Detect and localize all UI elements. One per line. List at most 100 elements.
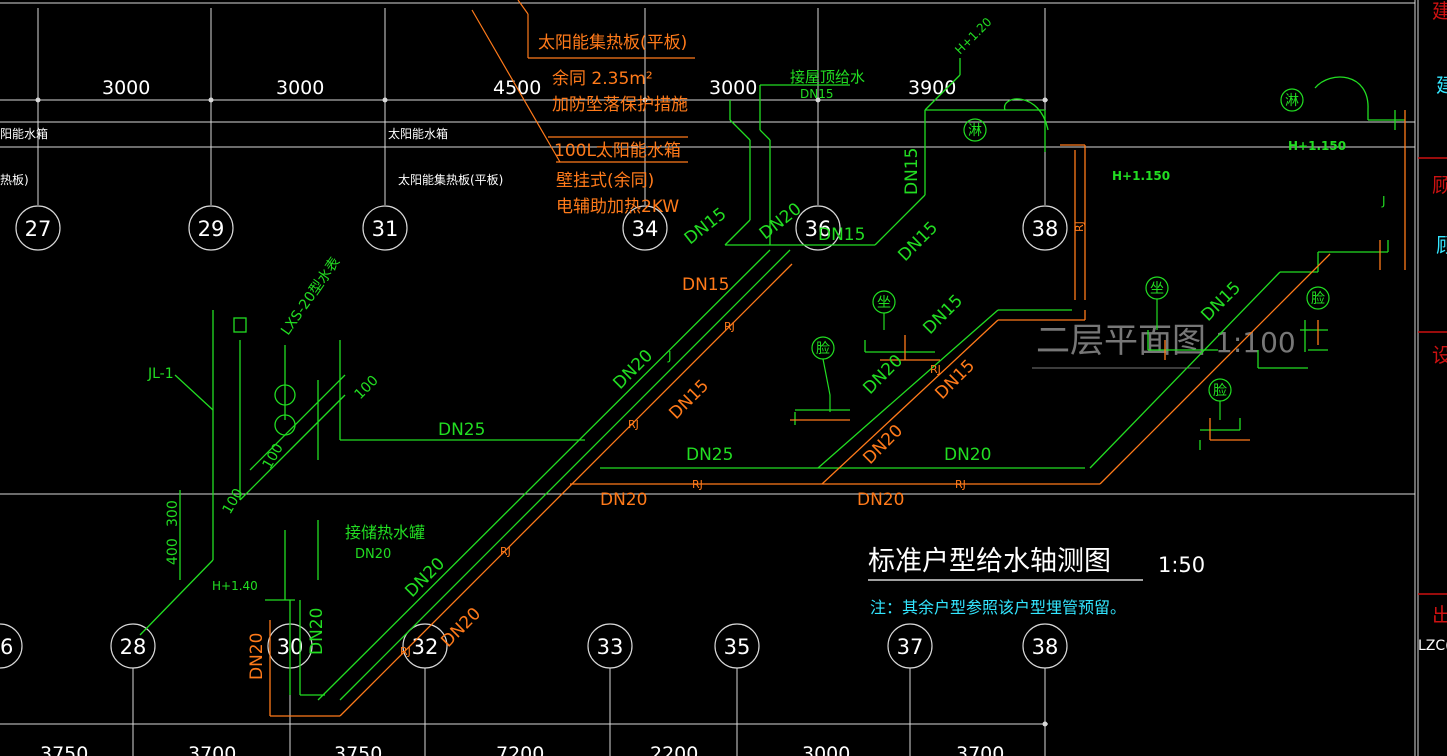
top-dimension-texts: 3000 3000 4500 3000 3900	[102, 77, 956, 99]
solar-line1: 太阳能集热板(平板)	[538, 33, 687, 53]
frame-label-5: 设	[1432, 343, 1447, 367]
label-j1: J	[667, 349, 672, 363]
frame-label-1: 建	[1432, 0, 1447, 23]
label-h1150-b: H+1.150	[1288, 139, 1346, 153]
label-rj1: RJ	[724, 320, 735, 333]
fixture-symbols	[811, 88, 1330, 420]
axis-bubble-38[interactable]	[1022, 205, 1068, 251]
label-connect-roof: 接屋顶给水	[790, 68, 865, 86]
label-dn15-b: DN15	[818, 225, 865, 245]
axis-bubble-28[interactable]	[110, 623, 156, 669]
shower-symbol-1[interactable]	[963, 118, 987, 142]
frame-label-6: 出	[1432, 603, 1447, 627]
drawing-note: 注：其余户型参照该户型埋管预留。	[870, 598, 1126, 617]
axis-label-33: 33	[597, 635, 624, 659]
main-diagonal-hot	[339, 263, 793, 717]
label-dn20-vert: DN20	[307, 608, 327, 655]
dim-3000-c: 3000	[709, 77, 757, 99]
dim-bottom-2: 3700	[188, 743, 236, 756]
frame-label-2: 建	[1436, 73, 1447, 97]
dim-bottom-1: 3750	[40, 743, 88, 756]
cold-water-pipes	[139, 58, 1405, 701]
solar-line3: 加防坠落保护措施	[552, 95, 688, 115]
basin-label-3: 脸	[1213, 383, 1227, 399]
label-rj-b: RJ	[930, 363, 941, 376]
axis-bubble-31[interactable]	[362, 205, 408, 251]
axis-label-26: 26	[0, 635, 13, 659]
shower-symbol-2[interactable]	[1280, 88, 1304, 112]
label-dn15-d: DN15	[919, 291, 967, 339]
toilet-label-1: 坐	[877, 295, 891, 311]
axis-bubble-36[interactable]	[795, 205, 841, 251]
dim-bottom-6: 3000	[802, 743, 850, 756]
label-connect-tank: 接储热水罐	[345, 523, 425, 542]
axis-label-28: 28	[120, 635, 147, 659]
axis-bubble-38b[interactable]	[1022, 623, 1068, 669]
basin-symbol-2[interactable]	[1306, 286, 1330, 310]
label-d100-a: 100	[352, 373, 382, 403]
frame-label-4: 顾	[1436, 233, 1447, 257]
label-rj5: RJ	[500, 545, 511, 558]
shower-label-1: 淋	[968, 123, 982, 139]
label-d300: 300	[165, 500, 181, 527]
solar-line2: 余同 2.35m²	[552, 69, 653, 89]
axis-label-27: 27	[25, 217, 52, 241]
solar-line4: 100L太阳能水箱	[554, 141, 681, 161]
label-dn20-g: DN20	[859, 421, 907, 469]
label-dn15-a: DN15	[681, 204, 731, 249]
axis-bubble-34[interactable]	[622, 205, 668, 251]
label-rj2: RJ	[628, 418, 639, 431]
label-d100-c: 100	[220, 486, 247, 517]
label-roof-dn15: DN15	[800, 87, 834, 101]
label-connect-tank-dn: DN20	[355, 547, 391, 562]
label-h1150-a: H+1.150	[1112, 169, 1170, 183]
dimension-ticks	[35, 97, 1048, 727]
axis-label-32: 32	[412, 635, 439, 659]
axis-bubble-29[interactable]	[188, 205, 234, 251]
dim-bottom-3: 3750	[334, 743, 382, 756]
axis-label-35: 35	[724, 635, 751, 659]
axis-bubble-33[interactable]	[587, 623, 633, 669]
axis-labels: 27 29 31 34 36 38 26 28 30 32 33 35 37 3…	[0, 217, 1058, 659]
label-dn20-e: DN20	[857, 490, 904, 510]
water-meter-body	[233, 317, 247, 333]
label-dn15-e: DN15	[1197, 278, 1245, 326]
axis-bubble-32[interactable]	[402, 623, 448, 669]
axis-label-38: 38	[1032, 217, 1059, 241]
axis-bubble-27[interactable]	[15, 205, 61, 251]
label-dn25-a: DN25	[438, 420, 485, 440]
drawing-title-block: 标准户型给水轴测图 1:50 注：其余户型参照该户型埋管预留。	[868, 546, 1205, 617]
main-diagonal-cold	[339, 249, 791, 701]
hot-water-pipes	[269, 110, 1406, 717]
shower-label-2: 淋	[1285, 93, 1299, 109]
frame-label-3: 顾	[1432, 173, 1447, 197]
axis-label-29: 29	[198, 217, 225, 241]
label-dn15-f: DN15	[682, 275, 729, 295]
axis-label-36: 36	[805, 217, 832, 241]
note-panel-right: 太阳能集热板(平板)	[398, 172, 503, 187]
axis-bubble-37[interactable]	[887, 623, 933, 669]
solar-line5: 壁挂式(余同)	[556, 171, 654, 191]
solar-annotation	[471, 0, 695, 163]
frame-label-7: LZC(	[1418, 638, 1447, 654]
dim-bottom-5: 2200	[650, 743, 698, 756]
label-dn20-d: DN20	[600, 490, 647, 510]
label-rj-vert: RJ	[1073, 221, 1086, 232]
background-notes: 阳能水箱 太阳能水箱 热板) 太阳能集热板(平板)	[0, 126, 503, 187]
axis-label-31: 31	[372, 217, 399, 241]
meter-circle-a	[274, 384, 296, 406]
label-d400: 400	[165, 538, 181, 565]
plan-watermark: 二层平面图 1:100	[1032, 321, 1296, 369]
watermark-title: 二层平面图	[1036, 321, 1206, 361]
axis-label-37: 37	[897, 635, 924, 659]
axis-bubble-35[interactable]	[714, 623, 760, 669]
label-rj3: RJ	[692, 478, 703, 491]
note-tank-right: 太阳能水箱	[388, 126, 448, 141]
drawing-title: 标准户型给水轴测图	[868, 546, 1111, 577]
dim-bottom-7: 3700	[956, 743, 1004, 756]
basin-label-1: 脸	[816, 341, 830, 357]
dim-3000-b: 3000	[276, 77, 324, 99]
axis-bubble-26[interactable]	[0, 623, 23, 669]
toilet-label-2: 坐	[1150, 281, 1164, 297]
